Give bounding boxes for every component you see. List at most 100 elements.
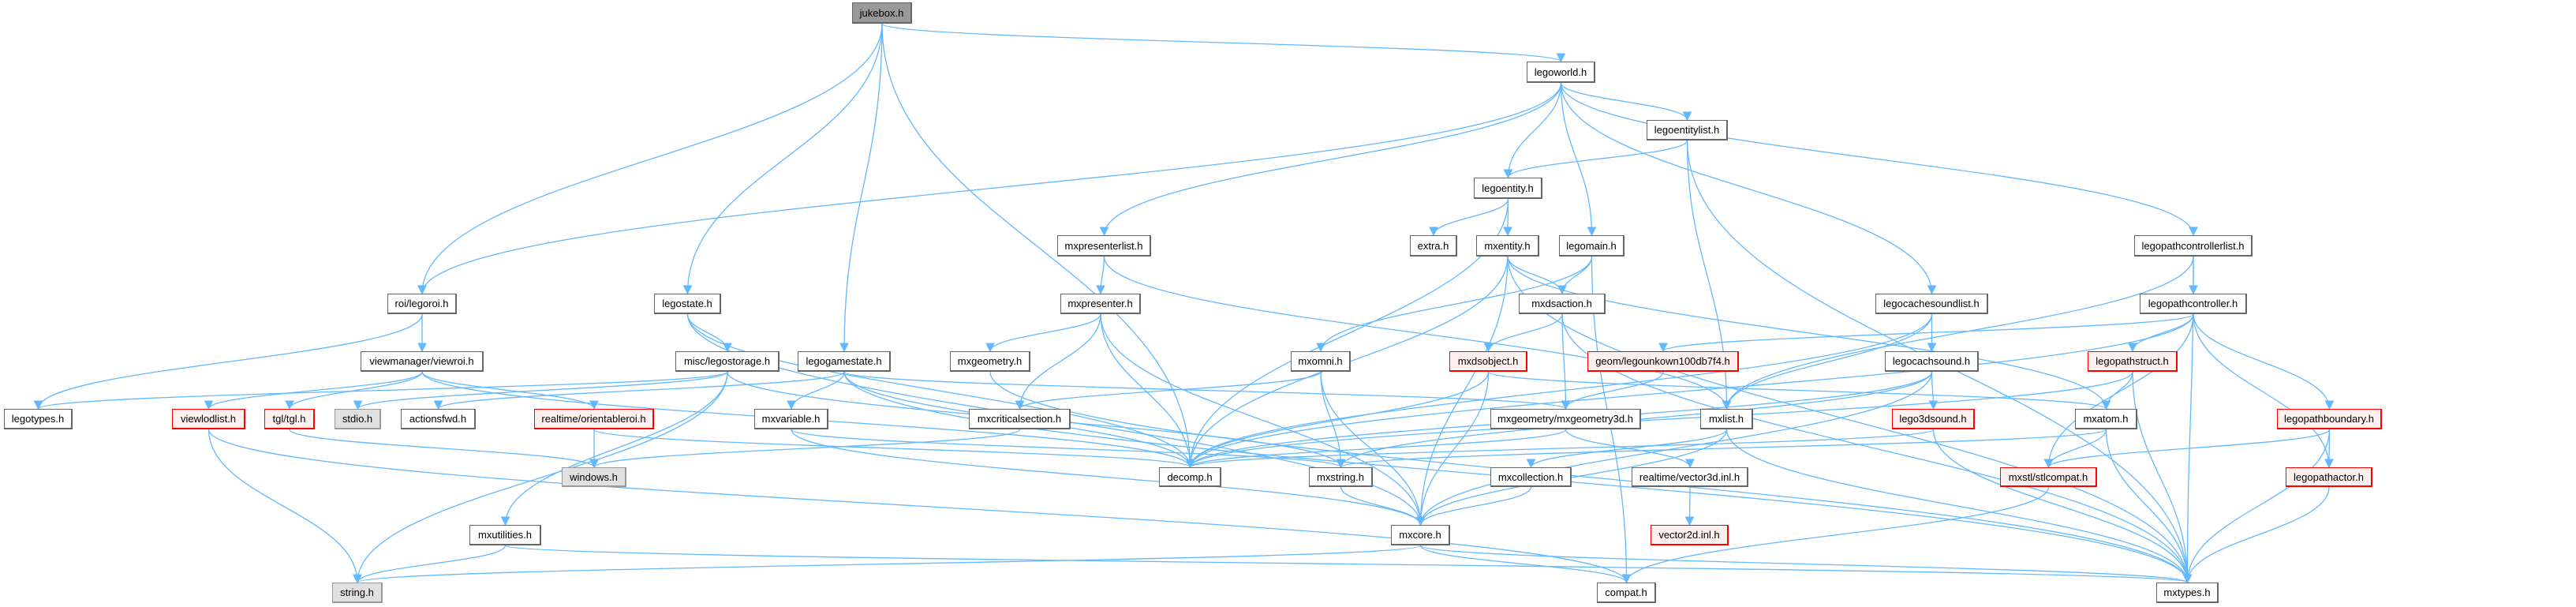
- edge-geomunk-to-mxgeometry3d: [1561, 371, 1664, 410]
- edge-mxentity-to-mxcore: [1415, 256, 1509, 526]
- node-label: mxcriticalsection.h: [977, 413, 1062, 425]
- node-legostorage[interactable]: misc/legostorage.h: [675, 351, 780, 372]
- node-legoroi[interactable]: roi/legoroi.h: [387, 294, 457, 314]
- node-legopathcontroller[interactable]: legopathcontroller.h: [2140, 294, 2247, 314]
- edge-mxatom-to-mxstring: [1337, 429, 2107, 469]
- edge-jukebox-to-legogamestate: [839, 23, 883, 353]
- edge-mxpresenter-to-mxcriticalsection: [1015, 313, 1101, 410]
- node-legocachsound[interactable]: legocachsound.h: [1885, 351, 1979, 372]
- edge-mxgeometry3d-to-decomp: [1185, 429, 1567, 469]
- node-mxpresenterlist[interactable]: mxpresenterlist.h: [1057, 235, 1151, 257]
- node-mxvariable[interactable]: mxvariable.h: [754, 409, 828, 429]
- node-legogamestate[interactable]: legogamestate.h: [798, 351, 891, 372]
- node-mxcriticalsection[interactable]: mxcriticalsection.h: [969, 409, 1071, 429]
- node-legopathboundary[interactable]: legopathboundary.h: [2277, 409, 2382, 429]
- node-label: mxcollection.h: [1497, 470, 1564, 483]
- edge-legoworld-to-legopathcontrollerlist: [1560, 82, 2198, 237]
- edge-viewroi-to-viewlodlist: [204, 371, 423, 410]
- node-label: compat.h: [1605, 586, 1647, 598]
- node-label: actionsfwd.h: [409, 413, 467, 425]
- node-label: legoentitylist.h: [1654, 124, 1720, 136]
- node-mxdsobject[interactable]: mxdsobject.h: [1449, 351, 1527, 372]
- edge-legopathcontroller-to-legopathactor: [2193, 313, 2334, 469]
- edge-mxstring-to-mxcore: [1340, 486, 1426, 526]
- node-label: misc/legostorage.h: [683, 355, 771, 367]
- node-legopathactor[interactable]: legopathactor.h: [2286, 467, 2372, 487]
- node-label: windows.h: [570, 470, 618, 483]
- node-mxpresenter[interactable]: mxpresenter.h: [1060, 294, 1141, 314]
- node-geomunk[interactable]: geom/legounkown100db7f4.h: [1587, 351, 1739, 372]
- node-mxcollection[interactable]: mxcollection.h: [1490, 467, 1572, 487]
- edge-jukebox-to-legoroi: [417, 23, 883, 295]
- node-mxstring[interactable]: mxstring.h: [1309, 467, 1373, 487]
- node-legoworld[interactable]: legoworld.h: [1527, 62, 1595, 83]
- edge-legoworld-to-legomain: [1560, 82, 1597, 237]
- node-label: legocachsound.h: [1892, 355, 1971, 367]
- node-mxomni[interactable]: mxomni.h: [1291, 351, 1351, 372]
- edge-legoworld-to-legoentity: [1503, 82, 1562, 179]
- node-decomp[interactable]: decomp.h: [1159, 467, 1221, 487]
- node-label: legoentity.h: [1482, 182, 1534, 194]
- edge-mxatom-to-stlcompat: [2043, 429, 2107, 469]
- node-legocachesoundlist[interactable]: legocachesoundlist.h: [1875, 294, 1988, 314]
- edge-legostate-to-decomp: [686, 313, 1195, 469]
- node-viewroi[interactable]: viewmanager/viewroi.h: [361, 351, 484, 372]
- edge-viewlodlist-to-string: [208, 429, 362, 584]
- edge-legopathcontroller-to-decomp: [1185, 313, 2194, 469]
- node-label: mxdsobject.h: [1457, 355, 1519, 367]
- node-stlcompat[interactable]: mxstl/stlcompat.h: [2000, 467, 2097, 487]
- node-windows[interactable]: windows.h: [562, 467, 626, 487]
- node-mxgeometry3d[interactable]: mxgeometry/mxgeometry3d.h: [1490, 409, 1641, 429]
- node-compat[interactable]: compat.h: [1597, 583, 1656, 603]
- node-legoentitylist[interactable]: legoentitylist.h: [1647, 120, 1728, 141]
- node-label: roi/legoroi.h: [394, 298, 449, 309]
- edge-mxcollection-to-mxcore: [1415, 486, 1532, 526]
- node-vector3d[interactable]: realtime/vector3d.inl.h: [1632, 467, 1748, 487]
- node-label: string.h: [340, 586, 374, 598]
- edge-legopathboundary-to-mxtypes: [2182, 429, 2331, 584]
- edge-legocachsound-to-mxcore: [1415, 371, 1933, 526]
- edge-legomain-to-mxdsaction: [1557, 256, 1593, 295]
- node-mxutilities[interactable]: mxutilities.h: [469, 525, 541, 545]
- node-label: legogamestate.h: [806, 355, 882, 367]
- node-stdio[interactable]: stdio.h: [335, 409, 381, 429]
- edge-legopathstruct-to-mxtypes: [2132, 371, 2193, 584]
- node-label: legopathboundary.h: [2284, 413, 2374, 425]
- edge-mxomni-to-mxcriticalsection: [1015, 371, 1322, 410]
- node-mxcore[interactable]: mxcore.h: [1391, 525, 1450, 545]
- node-legostate[interactable]: legostate.h: [654, 294, 721, 314]
- node-label: jukebox.h: [859, 6, 904, 19]
- node-actionsfwd[interactable]: actionsfwd.h: [401, 409, 476, 429]
- node-legotypes[interactable]: legotypes.h: [4, 409, 73, 429]
- node-label: mxtypes.h: [2163, 586, 2211, 598]
- edge-mxpresenter-to-mxgeometry: [985, 313, 1101, 353]
- edge-mxentity-to-mxatom: [1507, 256, 2111, 410]
- edge-mxgeometry3d-to-vector3d: [1565, 429, 1695, 469]
- edge-mxpresenter-to-decomp: [1100, 313, 1195, 469]
- node-vector2d[interactable]: vector2d.inl.h: [1651, 525, 1729, 545]
- node-mxgeometry[interactable]: mxgeometry.h: [950, 351, 1030, 372]
- node-lego3dsound[interactable]: lego3dsound.h: [1892, 409, 1975, 429]
- edge-mxentity-to-mxtypes: [1507, 256, 2193, 584]
- node-label: mxomni.h: [1298, 355, 1343, 367]
- node-mxlist[interactable]: mxlist.h: [1700, 409, 1753, 429]
- node-string[interactable]: string.h: [332, 583, 383, 603]
- edge-legogamestate-to-mxvariable: [787, 371, 845, 410]
- node-mxdsaction[interactable]: mxdsaction.h: [1519, 294, 1606, 314]
- node-extra[interactable]: extra.h: [1410, 235, 1457, 257]
- edge-legocachesoundlist-to-mxlist: [1722, 313, 1933, 410]
- edge-jukebox-to-legoworld: [881, 23, 1565, 63]
- node-viewlodlist[interactable]: viewlodlist.h: [172, 409, 245, 429]
- node-mxtypes[interactable]: mxtypes.h: [2156, 583, 2219, 603]
- node-tgl[interactable]: tgl/tgl.h: [264, 409, 315, 429]
- node-legopathstruct[interactable]: legopathstruct.h: [2088, 351, 2178, 372]
- node-orientableroi[interactable]: realtime/orientableroi.h: [534, 409, 654, 429]
- edge-mxpresenterlist-to-mxlist: [1103, 256, 1732, 410]
- node-jukebox[interactable]: jukebox.h: [852, 2, 912, 24]
- node-legopathcontrollerlist[interactable]: legopathcontrollerlist.h: [2134, 235, 2253, 257]
- node-mxentity[interactable]: mxentity.h: [1476, 235, 1539, 257]
- node-mxatom[interactable]: mxatom.h: [2075, 409, 2137, 429]
- node-legomain[interactable]: legomain.h: [1559, 235, 1624, 257]
- node-label: legotypes.h: [11, 413, 65, 425]
- node-legoentity[interactable]: legoentity.h: [1474, 178, 1542, 199]
